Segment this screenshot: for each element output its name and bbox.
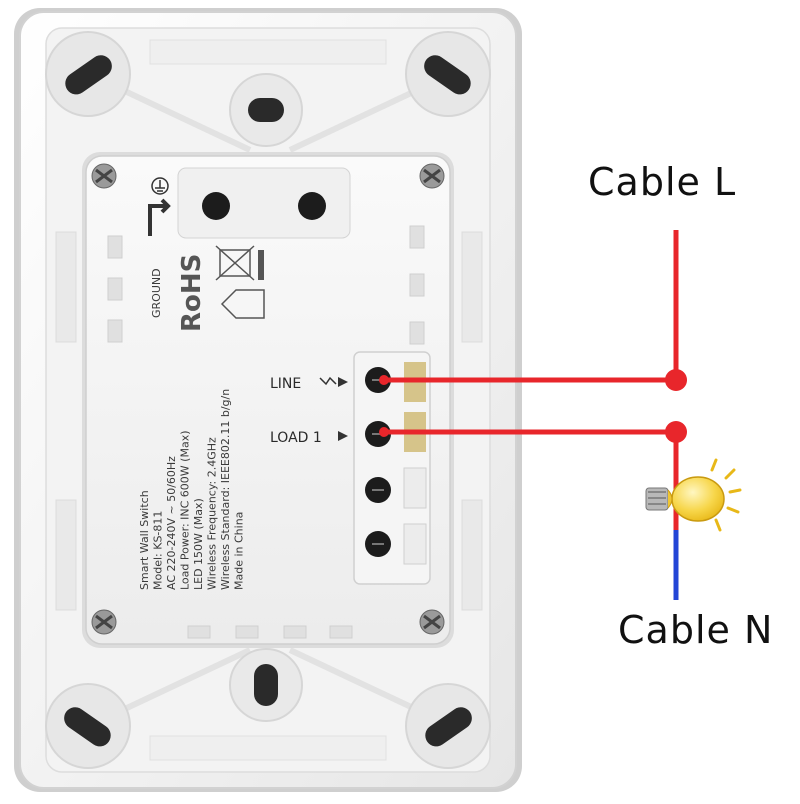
junction-dot [665,421,687,443]
ground-label: GROUND [150,268,163,318]
spec-line: LED 150W (Max) [192,498,205,590]
center-slot-bottom [229,648,303,722]
spec-line: Wireless Standard: IEEE802.11 b/g/n [219,389,232,590]
terminal-screw [365,477,391,503]
mounting-slot [405,31,491,117]
screw-icon [91,609,117,635]
recycle-bin-crossed-icon [215,245,264,281]
center-slot-top [229,73,303,147]
rohs-label: RoHS [177,254,207,332]
spec-line: AC 220-240V ~ 50/60Hz [165,456,178,590]
terminal-block [353,351,431,585]
terminal-label-load1: LOAD 1 [270,430,322,446]
mounting-slot [405,683,491,769]
spec-line: Load Power: INC 600W (Max) [179,431,192,591]
spec-line: Made in China [233,512,246,590]
wiring [379,230,687,600]
cable-l-label: Cable L [588,160,737,204]
spec-line: Model: KS-811 [152,511,165,590]
terminal-label-line: LINE [270,376,301,392]
mounting-slot [45,31,131,117]
terminal-screw [365,531,391,557]
screw-icon [419,609,445,635]
spec-line: Smart Wall Switch [138,490,151,590]
lightning-arrow-icon [319,376,348,387]
screw-icon [91,163,117,189]
ground-symbol-icon [148,177,171,236]
cable-n-label: Cable N [618,608,774,652]
indoor-use-house-icon [220,289,265,319]
junction-dot [665,369,687,391]
arrow-icon [338,431,348,441]
screw-icon [419,163,445,189]
light-bulb-icon [645,458,742,532]
spec-line: Wireless Frequency: 2.4GHz [206,437,219,590]
mounting-slot [45,683,131,769]
